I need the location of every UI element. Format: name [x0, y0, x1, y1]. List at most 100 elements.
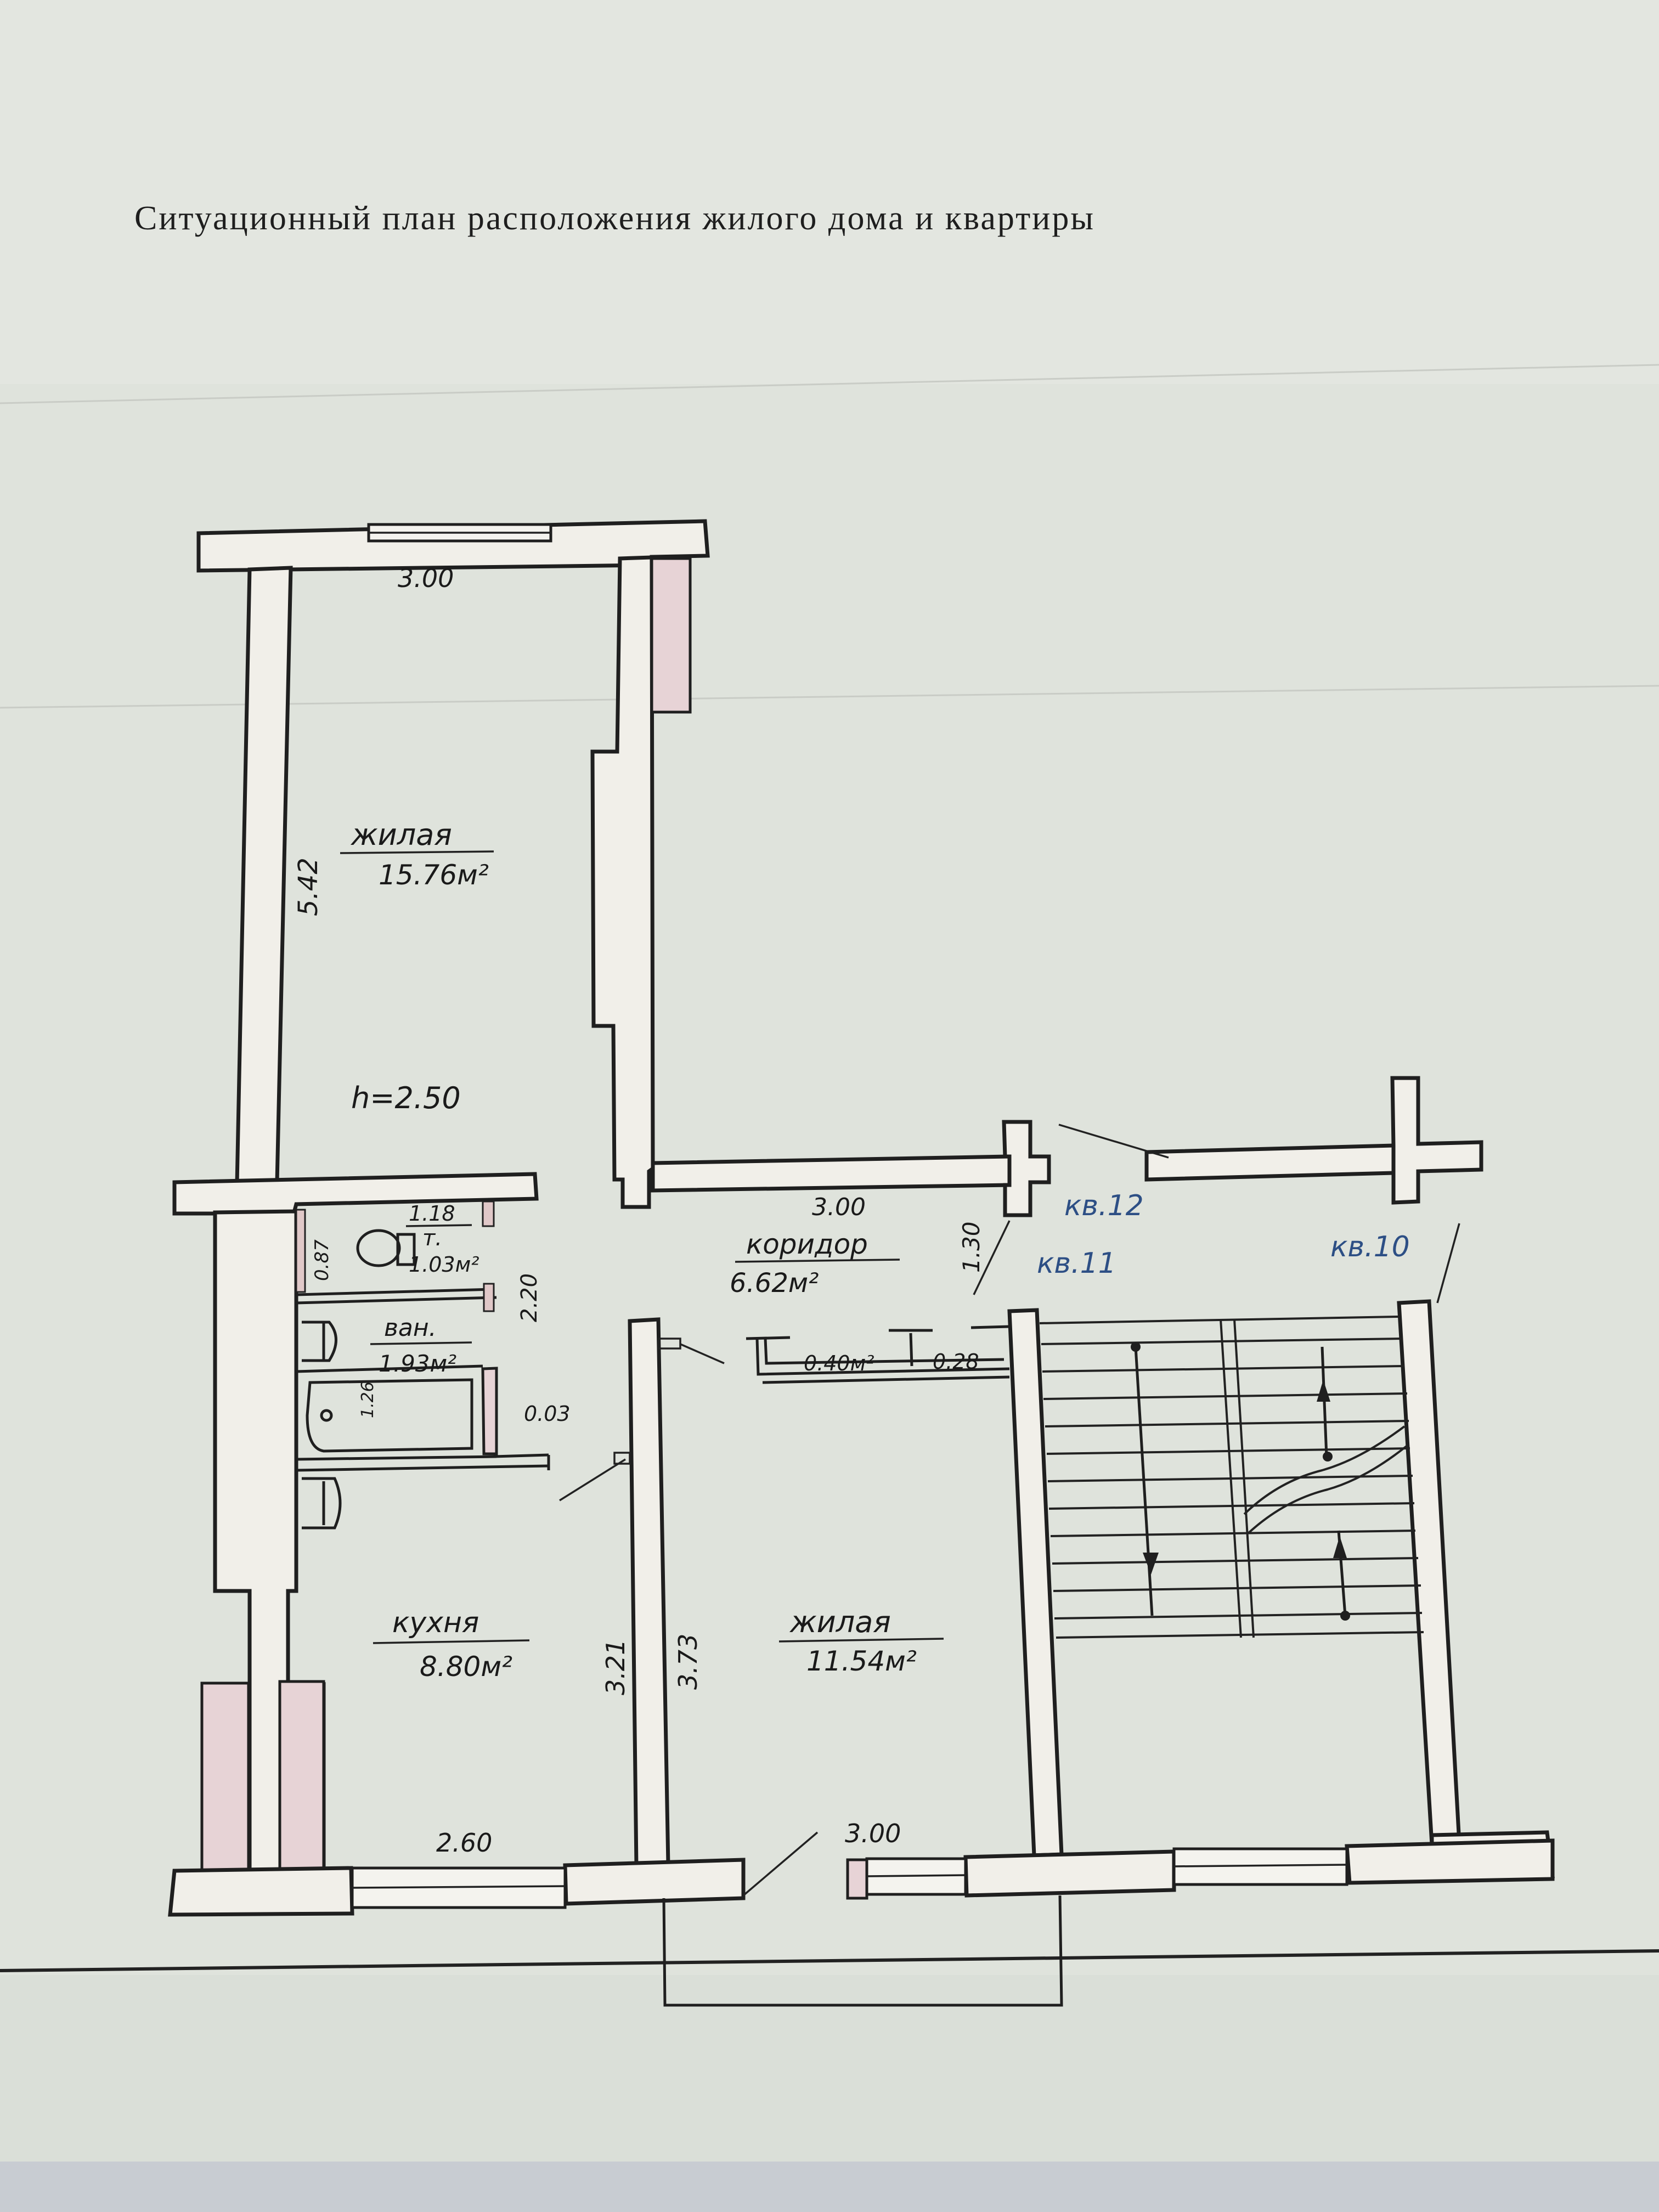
dim-bath-offset: 0.03	[524, 1402, 571, 1426]
closet-top-1	[746, 1336, 791, 1340]
dim-kitchen-width: 2.60	[436, 1828, 492, 1858]
closet2-area: 0.28	[933, 1350, 979, 1374]
dim-corridor-depth: 1.30	[958, 1221, 985, 1273]
entrance-outline	[662, 1895, 1063, 2007]
room-bath-underline	[370, 1341, 472, 1345]
bathtub-icon	[306, 1378, 473, 1453]
bath-bottom-line-2	[296, 1464, 549, 1472]
stair-arrow-head-up-2	[1333, 1536, 1347, 1558]
room-living-top-area: 15.76м²	[379, 859, 489, 891]
stair-arrow-down	[1134, 1346, 1154, 1616]
bath-top-line	[296, 1364, 483, 1373]
wall-neighbour-top	[1144, 1143, 1396, 1182]
toilet-tank-icon	[396, 1233, 416, 1266]
door-marker	[613, 1452, 631, 1465]
bathtub-drain-icon	[320, 1409, 333, 1422]
walls	[168, 519, 1555, 2007]
apartment-label-kv12: кв.12	[1064, 1189, 1144, 1222]
wall-corridor-cross	[1002, 1120, 1051, 1217]
plan-title: Ситуационный план расположения жилого до…	[134, 200, 1095, 237]
paper-fold-line	[0, 364, 1659, 404]
room-corridor-underline	[735, 1259, 900, 1263]
pink-column-left-inner	[278, 1680, 325, 1872]
door-leader-living	[680, 1343, 725, 1364]
stair-step	[1054, 1612, 1423, 1620]
wall-upper-divider	[172, 1172, 539, 1216]
room-kitchen-area: 8.80м²	[420, 1651, 512, 1683]
room-kitchen-name: кухня	[392, 1606, 479, 1639]
window-kitchen-pane	[352, 1885, 566, 1889]
corridor-leader	[973, 1220, 1011, 1295]
closet-inner	[764, 1338, 1005, 1365]
dim-bath-length: 2.20	[517, 1273, 542, 1322]
bath-wall-right	[481, 1367, 498, 1455]
dim-living-bottom-width: 3.00	[845, 1819, 901, 1848]
stair-step	[1039, 1316, 1400, 1324]
stair-break-line	[1247, 1444, 1408, 1534]
room-corridor-name: коридор	[746, 1228, 868, 1260]
toilet-wall-left	[295, 1209, 306, 1293]
room-kitchen-underline	[373, 1639, 530, 1644]
room-toilet-area: 1.03м²	[409, 1252, 479, 1277]
room-living-top-name: жилая	[350, 817, 452, 852]
window-stair-pane	[1173, 1864, 1347, 1867]
dim-corridor-width: 3.00	[812, 1193, 866, 1221]
closet-top-3	[970, 1325, 1010, 1329]
bath-door-jamb	[483, 1283, 495, 1312]
door-jamb	[846, 1858, 868, 1900]
ceiling-height: h=2.50	[351, 1081, 461, 1115]
window-living-pane	[866, 1874, 966, 1877]
dim-toilet-width-line	[405, 1224, 472, 1227]
stair-arrow-head-down	[1143, 1553, 1159, 1575]
wall-neighbour-cross	[1390, 1076, 1483, 1205]
room-living-bottom-name: жилая	[789, 1605, 891, 1639]
dim-top-length: 5.42	[293, 857, 324, 916]
room-living-bottom-area: 11.54м²	[806, 1645, 917, 1677]
toilet-door-jamb	[482, 1200, 495, 1227]
dim-living-bottom-length: 3.73	[673, 1634, 703, 1690]
bath-bottom-line	[296, 1455, 497, 1461]
wall-bottom-stair	[963, 1849, 1176, 1898]
closet-divider	[909, 1333, 913, 1367]
closet-outline	[755, 1338, 1010, 1376]
wall-bottom-far-right	[1345, 1838, 1555, 1885]
bottom-dim-leader	[742, 1831, 819, 1897]
room-living-top-underline	[340, 850, 494, 854]
closets	[657, 1325, 1010, 1384]
kitchen-sink-icon	[302, 1477, 342, 1530]
pink-column-left-outer	[200, 1681, 250, 1874]
toilet-bath-divider-2	[296, 1296, 497, 1305]
table-surface	[0, 2162, 1659, 2212]
wall-bottom-middle	[563, 1858, 746, 1906]
door-marker-living	[657, 1338, 681, 1350]
stair-arrow-dot	[1323, 1452, 1333, 1462]
stair-step	[1050, 1530, 1416, 1537]
room-corridor-area: 6.62м²	[730, 1268, 819, 1299]
stair-arrow-dot-2	[1340, 1611, 1350, 1621]
closet1-area: 0.40м²	[804, 1351, 874, 1375]
room-labels: жилая 15.76м² 3.00 5.42 h=2.50 3.00 кори…	[293, 563, 985, 1858]
room-bath-area: 1.93м²	[379, 1350, 456, 1377]
door-leader-kitchen	[559, 1458, 626, 1502]
closet-bottom	[762, 1375, 1010, 1384]
wall-bottom-left	[168, 1866, 354, 1917]
staircase	[1039, 1316, 1424, 1639]
sink-icon	[302, 1321, 337, 1362]
paper-top-band	[0, 0, 1659, 384]
room-bath-name: ван.	[384, 1314, 437, 1342]
sanitary-block	[295, 1200, 631, 1530]
kv10-leader	[1436, 1223, 1460, 1304]
stair-rail	[1233, 1319, 1255, 1638]
sheet-border-line	[0, 1949, 1659, 1972]
dim-kitchen-length: 3.21	[601, 1639, 630, 1695]
toilet-bath-divider	[296, 1288, 494, 1296]
bath-offset-line	[493, 1453, 549, 1458]
room-living-bottom-underline	[778, 1638, 944, 1643]
dim-toilet-width: 1.18	[409, 1201, 455, 1226]
dim-top-width: 3.00	[398, 563, 454, 593]
apartment-label-kv10: кв.10	[1330, 1231, 1410, 1263]
toilet-bowl-icon	[356, 1229, 401, 1267]
stair-rail	[1220, 1319, 1242, 1638]
dim-toilet-depth: 0.87	[311, 1239, 333, 1281]
